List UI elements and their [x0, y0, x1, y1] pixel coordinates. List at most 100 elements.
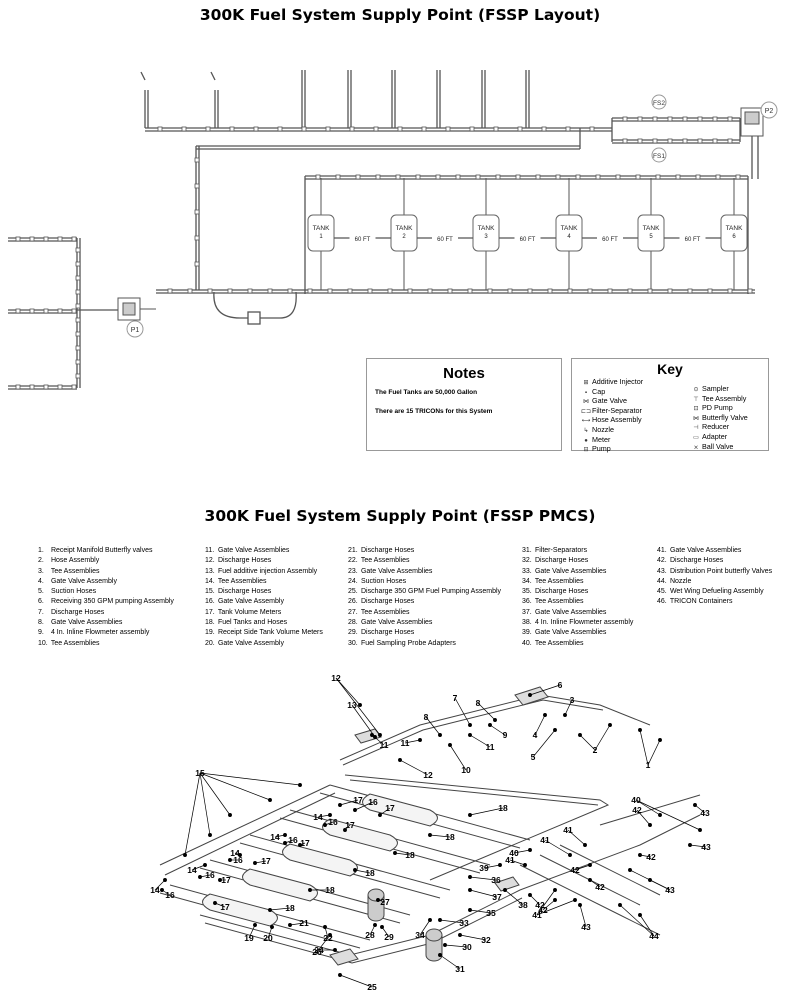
tee-assembly-icon: ⊤: [693, 396, 699, 403]
key-item-label: Reducer: [702, 422, 730, 432]
callout-leader: [513, 849, 531, 854]
pmcs-item: 35. Discharge Hoses: [522, 587, 633, 597]
gate-valve-marker: [635, 174, 641, 180]
pmcs-item-number: 37.: [522, 608, 532, 616]
pmcs-item: 46. TRICON Containers: [657, 597, 772, 607]
callout-leader: [444, 944, 468, 948]
pmcs-item-number: 5.: [38, 588, 44, 596]
callout-number: 17: [300, 838, 310, 848]
callout-arrowhead: [588, 878, 592, 882]
callout-leader: [574, 864, 591, 871]
callout-arrowhead: [578, 903, 582, 907]
header-pipe: [164, 792, 336, 876]
callout-number: 38: [518, 900, 528, 910]
callout-arrowhead: [253, 861, 257, 865]
iso-piping: [159, 694, 701, 964]
callout-number: 25: [367, 982, 377, 992]
key-item-label: Butterfly Valve: [702, 412, 748, 422]
gate-valve-marker: [493, 126, 499, 132]
callout-number: 16: [165, 890, 175, 900]
callout-number: 27: [380, 897, 390, 907]
pmcs-item-text: Fuel Tanks and Hoses: [217, 619, 288, 627]
callout-leader: [248, 924, 256, 939]
additive-injector-icon: ⊞: [583, 380, 589, 386]
key-item: ⊡PD Pump: [690, 403, 748, 414]
gate-valve-marker: [194, 235, 200, 241]
pmcs-item: 3. Tee Assemblies: [38, 567, 174, 577]
callout-arrowhead: [638, 728, 642, 732]
reducer-icon: ⊣: [693, 425, 699, 432]
gate-valve-marker: [547, 288, 553, 294]
pmcs-item: 29. Discharge Hoses: [348, 628, 501, 638]
hose-end: [210, 71, 216, 81]
key-item-label: Gate Valve: [592, 396, 628, 406]
pmcs-item-text: Gate Valve Assemblies: [360, 619, 433, 627]
gate-valve-marker: [587, 288, 593, 294]
gate-valve-marker: [373, 126, 379, 132]
spacing-label: 60 FT: [355, 237, 371, 243]
callout-leader: [269, 907, 291, 911]
callout-arrowhead: [553, 898, 557, 902]
callout-number: 42: [535, 900, 545, 910]
distribution-pipe: [204, 897, 523, 964]
pmcs-item: 28. Gate Valve Assemblies: [348, 618, 501, 628]
gate-valve-marker: [495, 174, 501, 180]
callout-arrowhead: [228, 858, 232, 862]
callout-number: 18: [498, 803, 508, 813]
callout-number: 44: [649, 931, 659, 941]
sampler-icon: ⊙: [693, 387, 699, 393]
pmcs-item-number: 2.: [38, 557, 44, 565]
nozzle-icon: ↳: [583, 427, 589, 434]
callout-leader: [469, 889, 498, 898]
callout-arrowhead: [288, 923, 292, 927]
pmcs-item-number: 8.: [38, 619, 44, 627]
gate-valve-marker: [194, 183, 200, 189]
gate-valve-marker: [194, 209, 200, 215]
iso-components: [202, 686, 549, 966]
ball-valve-icon: ⨯: [693, 444, 699, 451]
callout-number: 12: [331, 673, 341, 683]
filter-fs2-label: FS2: [653, 100, 665, 107]
callout-leader: [647, 739, 661, 766]
gate-valve-marker: [407, 288, 413, 294]
callout-leader: [509, 859, 526, 866]
pmcs-item: 5. Suction Hoses: [38, 587, 174, 597]
callout-number: 41: [532, 910, 542, 920]
callout-number: 43: [581, 922, 591, 932]
callout-leader: [199, 772, 301, 786]
gate-valve-marker: [595, 174, 601, 180]
pmcs-item-number: 18.: [205, 619, 215, 627]
callout-leader: [399, 759, 429, 776]
callout-arrowhead: [698, 828, 702, 832]
fuel-tank-bladder: [362, 793, 438, 827]
key-item-label: Hose Assembly: [592, 415, 642, 425]
callout-arrowhead: [353, 808, 357, 812]
gate-valve-marker: [71, 236, 77, 242]
pmcs-item-number: 33.: [522, 567, 532, 575]
callout-number: 10: [461, 765, 471, 775]
pmcs-item: 21. Discharge Hoses: [348, 546, 501, 556]
gate-valve-marker: [675, 174, 681, 180]
gate-valve-marker: [475, 174, 481, 180]
callout-arrowhead: [238, 853, 242, 857]
dispensing-pipe: [599, 794, 701, 826]
callout-number: 41: [540, 835, 550, 845]
callout-leader: [335, 677, 361, 706]
gate-valve-marker: [349, 126, 355, 132]
callout-number: 19: [244, 933, 254, 943]
callout-number: 14: [270, 832, 280, 842]
pmcs-item-number: 45.: [657, 588, 667, 596]
pump-p2: P2: [740, 101, 778, 137]
pmcs-item: 37. Gate Valve Assemblies: [522, 608, 633, 618]
pmcs-item-number: 20.: [205, 639, 215, 647]
distribution-pipe: [199, 814, 701, 956]
pmcs-item-number: 39.: [522, 629, 532, 637]
callout-arrowhead: [648, 823, 652, 827]
callout-number: 5: [531, 752, 536, 762]
callout-number: 34: [415, 930, 425, 940]
callout-number: 15: [195, 768, 205, 778]
callout-number: 17: [385, 803, 395, 813]
gate-valve-marker: [667, 288, 673, 294]
